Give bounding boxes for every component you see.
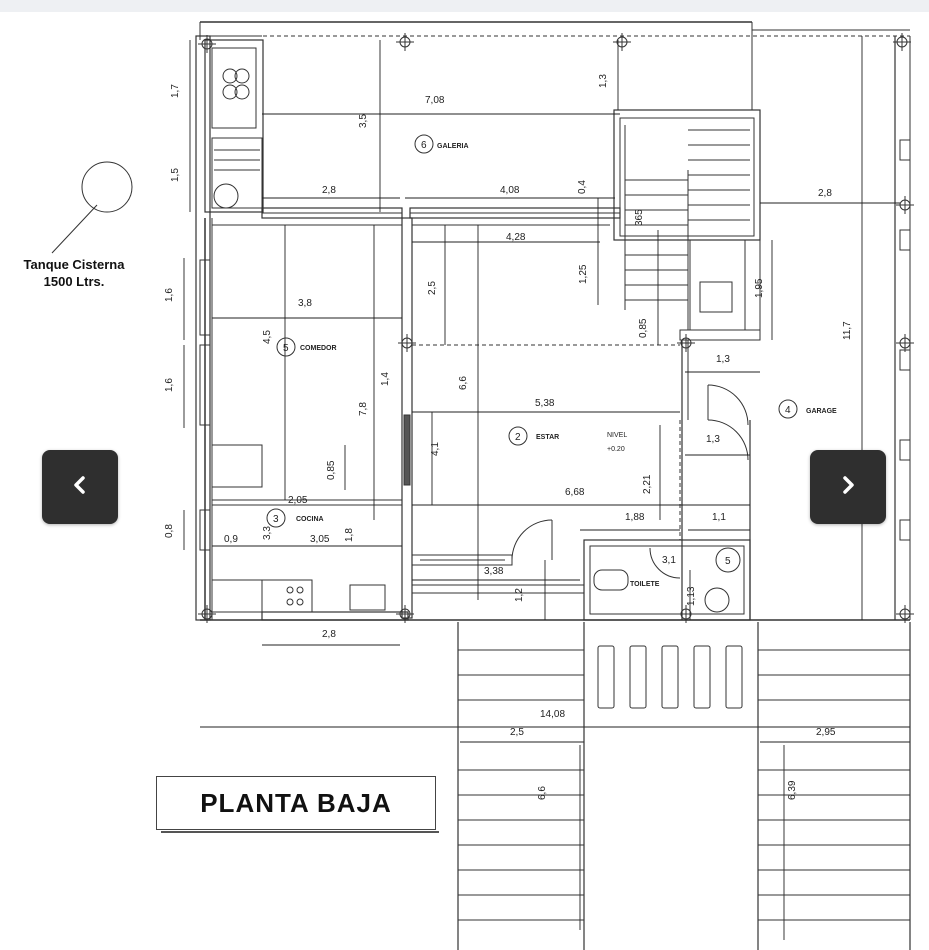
dim-538: 5,38: [535, 398, 555, 409]
room-name-comedor: COMEDOR: [300, 345, 337, 352]
dim-17: 1,7: [170, 84, 181, 98]
dim-08: 0,8: [164, 524, 175, 538]
dim-45: 4,5: [262, 330, 273, 344]
dim-16a: 1,6: [164, 288, 175, 302]
dim-1408: 14,08: [540, 709, 565, 720]
plan-title-box: PLANTA BAJA: [156, 776, 439, 833]
room-number-bath: 5: [725, 556, 731, 567]
dim-708: 7,08: [425, 95, 445, 106]
dim-38: 3,8: [298, 298, 312, 309]
dim-13-garage: 1,3: [706, 434, 720, 445]
dim-15: 1,5: [170, 168, 181, 182]
dim-28-bottom: 2,8: [322, 629, 336, 640]
dim-305: 3,05: [310, 534, 330, 545]
dim-085a: 0,85: [638, 318, 649, 338]
tank-label-line1: Tanque Cisterna: [23, 257, 125, 272]
room-number-cocina: 3: [273, 514, 279, 525]
dim-125: 1,25: [578, 264, 589, 284]
dim-195: 1,95: [754, 278, 765, 298]
top-bar: [0, 0, 929, 12]
dim-04: 0,4: [577, 180, 588, 194]
dim-33: 3,3: [262, 526, 273, 540]
tank-label-line2: 1500 Ltrs.: [43, 274, 105, 289]
dim-295: 2,95: [816, 727, 836, 738]
dim-12: 1,2: [514, 588, 525, 602]
dim-408: 4,08: [500, 185, 520, 196]
dim-085b: 0,85: [326, 460, 337, 480]
next-image-button[interactable]: [810, 450, 886, 524]
dim-25: 2,5: [427, 281, 438, 295]
chevron-left-icon: [68, 473, 92, 502]
dim-16b: 1,6: [164, 378, 175, 392]
dim-13-mid: 1,3: [716, 354, 730, 365]
dim-31: 3,1: [662, 555, 676, 566]
dim-66-bottom: 6,6: [537, 786, 548, 800]
dim-28-left: 2,8: [322, 185, 336, 196]
dim-639: 6,39: [787, 780, 798, 800]
dim-221: 2,21: [642, 474, 653, 494]
prev-image-button[interactable]: [42, 450, 118, 524]
dim-14: 1,4: [380, 372, 391, 386]
tank-label: Tanque Cisterna 1500 Ltrs.: [4, 256, 144, 290]
dim-117: 11,7: [842, 321, 853, 340]
dim-09: 0,9: [224, 534, 238, 545]
dim-35: 3,5: [358, 114, 369, 128]
dim-365: 365: [634, 209, 645, 226]
room-number-garage: 4: [785, 405, 791, 416]
dim-188: 1,88: [625, 512, 645, 523]
room-name-cocina: COCINA: [296, 516, 324, 523]
room-name-toilette: TOILETE: [630, 581, 660, 588]
room-name-galeria: GALERIA: [437, 143, 469, 150]
dim-205: 2,05: [288, 495, 308, 506]
dim-41: 4,1: [430, 442, 441, 456]
chevron-right-icon: [836, 473, 860, 502]
plan-title: PLANTA BAJA: [200, 787, 392, 818]
room-number-comedor: 5: [283, 343, 289, 354]
dim-428: 4,28: [506, 232, 526, 243]
nivel-label: NIVEL: [607, 432, 627, 439]
room-number-estar: 2: [515, 432, 521, 443]
dim-18: 1,8: [344, 528, 355, 542]
dim-25-bottom: 2,5: [510, 727, 524, 738]
dim-338: 3,38: [484, 566, 504, 577]
dim-13-top: 1,3: [598, 74, 609, 88]
dim-66: 6,6: [458, 376, 469, 390]
nivel-value: +0.20: [607, 446, 625, 453]
dim-28-right: 2,8: [818, 188, 832, 199]
dim-11: 1,1: [712, 512, 726, 523]
dim-668: 6,68: [565, 487, 585, 498]
dim-78: 7,8: [358, 402, 369, 416]
room-name-estar: ESTAR: [536, 434, 559, 441]
room-number-galeria: 6: [421, 140, 427, 151]
dim-113: 1,13: [686, 586, 697, 606]
room-name-garage: GARAGE: [806, 408, 837, 415]
